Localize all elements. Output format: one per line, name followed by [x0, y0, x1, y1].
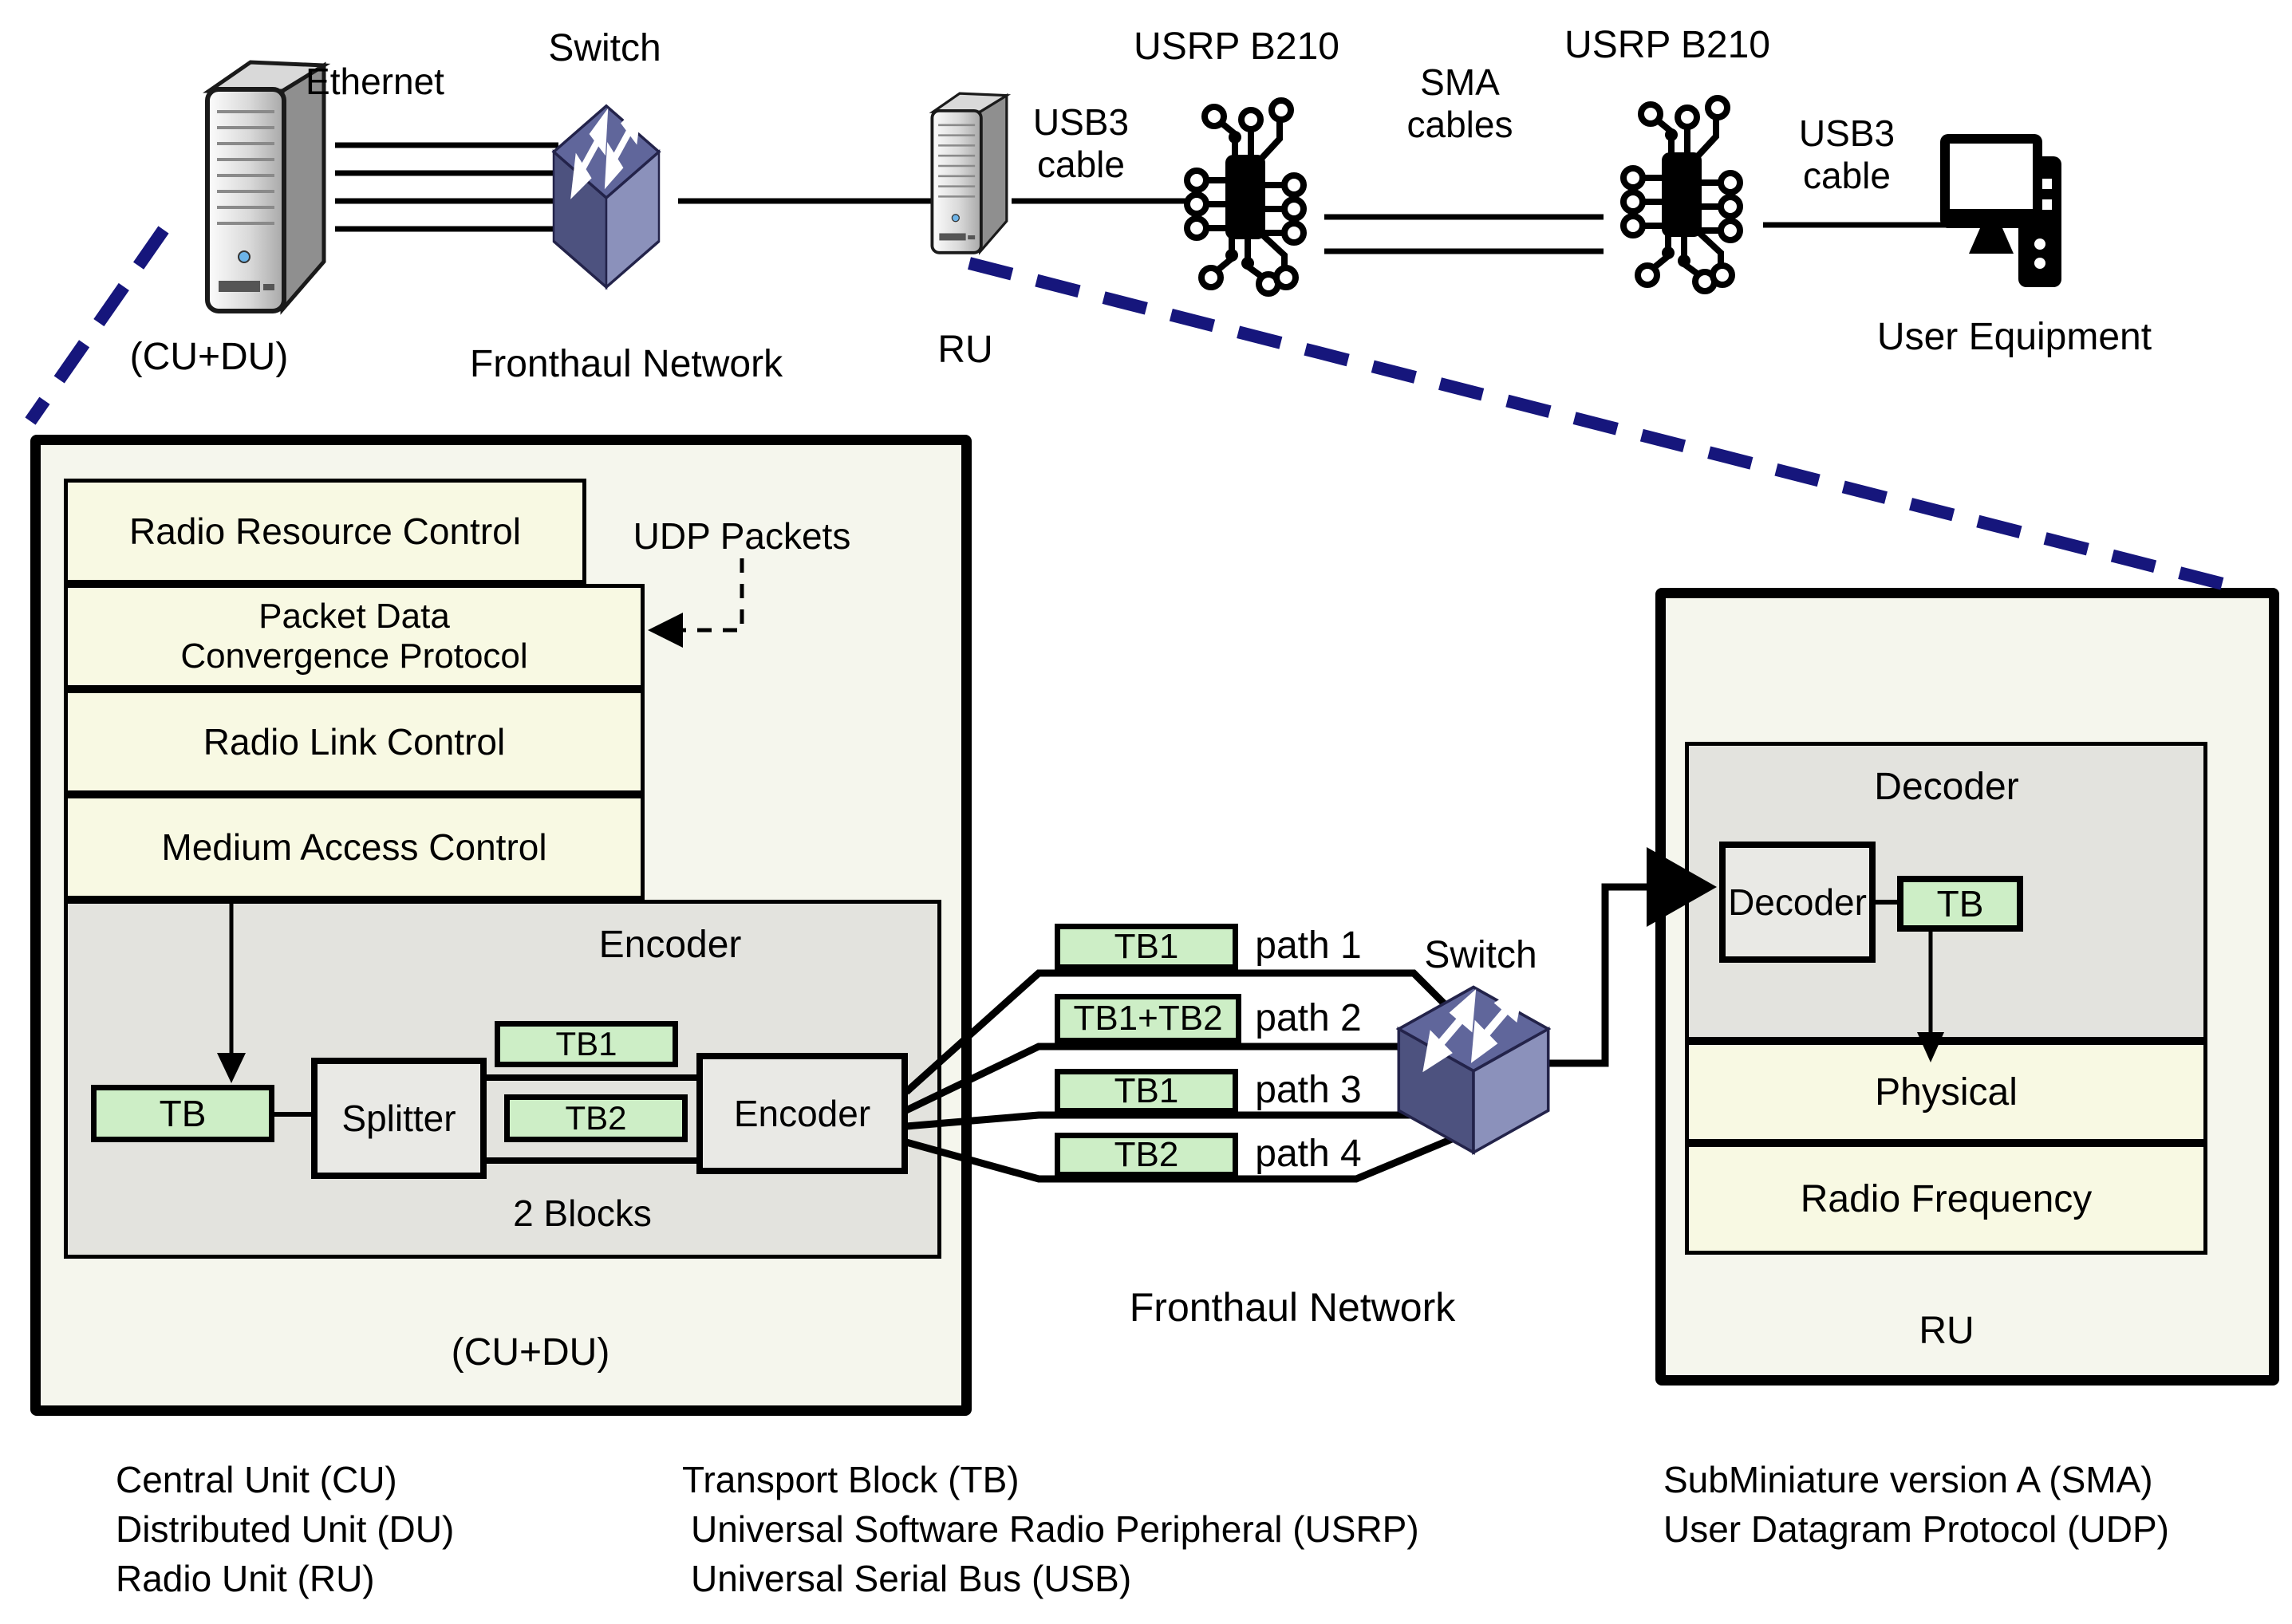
sma-lines — [1324, 214, 1604, 254]
usrp-right-label: USRP B210 — [1564, 24, 1770, 67]
sma-cables-label: SMA cables — [1380, 57, 1540, 150]
usrp-left-label: USRP B210 — [1134, 26, 1339, 69]
encoder-inner-label: Encoder — [733, 1093, 871, 1134]
splitter-label: Splitter — [341, 1098, 456, 1139]
path3-label: path 3 — [1255, 1069, 1362, 1112]
rlc-label: Radio Link Control — [203, 721, 506, 763]
cu-du-caption: (CU+DU) — [451, 1331, 610, 1374]
legend-usb: Universal Serial Bus (USB) — [691, 1558, 1132, 1599]
splitter-box: Splitter — [311, 1058, 487, 1179]
legend-radio-unit: Radio Unit (RU) — [116, 1558, 375, 1599]
usrp-chip-right-icon — [1623, 98, 1740, 291]
tb-box-cu: TB — [91, 1085, 274, 1142]
tb2-box: TB2 — [504, 1094, 688, 1142]
pdcp-label-line1: Packet Data — [258, 597, 450, 636]
tb2-label: TB2 — [565, 1099, 627, 1137]
udp-packets-label: UDP Packets — [633, 514, 851, 557]
legend-transport-block: Transport Block (TB) — [682, 1459, 1020, 1500]
mac-label: Medium Access Control — [161, 826, 547, 868]
ru-device-label: RU — [937, 329, 993, 372]
two-blocks-label: 2 Blocks — [513, 1192, 652, 1234]
legend-udp: User Datagram Protocol (UDP) — [1663, 1508, 2169, 1550]
switch1-label: Switch — [548, 27, 661, 70]
switch1-icon — [554, 106, 659, 287]
ethernet-lines — [335, 142, 558, 232]
tb-label-cu: TB — [159, 1093, 207, 1134]
ethernet-label: Ethernet — [306, 60, 444, 102]
path4-block-label: TB2 — [1114, 1135, 1179, 1174]
decoder-panel-title: Decoder — [1874, 766, 2019, 809]
legend-distributed-unit: Distributed Unit (DU) — [116, 1508, 455, 1550]
usb3-right-line1: USB3 — [1798, 112, 1896, 155]
tb1-box: TB1 — [495, 1021, 678, 1067]
radio-frequency-label: Radio Frequency — [1800, 1177, 2093, 1220]
user-equipment-label: User Equipment — [1876, 316, 2152, 359]
usb3-cable-left-label: USB3 cable — [1001, 97, 1161, 190]
fronthaul-caption: Fronthaul Network — [1129, 1285, 1456, 1330]
user-equipment-icon — [1940, 134, 2061, 287]
usb3-cable-right-label: USB3 cable — [1767, 108, 1927, 201]
path2-block: TB1+TB2 — [1055, 994, 1241, 1043]
fronthaul-top-label: Fronthaul Network — [469, 343, 783, 386]
path3-block-label: TB1 — [1114, 1071, 1179, 1110]
ru-caption: RU — [1919, 1310, 1974, 1353]
encoder-inner-box: Encoder — [696, 1053, 908, 1174]
ru-server-icon — [930, 92, 1008, 254]
sma-line1: SMA — [1420, 61, 1500, 104]
rrc-box: Radio Resource Control — [64, 479, 586, 584]
radio-frequency-box: Radio Frequency — [1685, 1143, 2207, 1255]
decoder-inner-box: Decoder — [1719, 842, 1876, 963]
path4-block: TB2 — [1055, 1133, 1238, 1177]
switch2-label: Switch — [1424, 934, 1537, 977]
path1-block: TB1 — [1055, 924, 1238, 970]
pdcp-label-line2: Convergence Protocol — [180, 637, 528, 676]
path1-block-label: TB1 — [1114, 927, 1179, 966]
legend-sma: SubMiniature version A (SMA) — [1663, 1459, 2153, 1500]
usb3-right-line2: cable — [1803, 155, 1891, 196]
legend-usrp: Universal Software Radio Peripheral (USR… — [691, 1508, 1419, 1550]
mac-box: Medium Access Control — [64, 794, 645, 900]
legend-central-unit: Central Unit (CU) — [116, 1459, 397, 1500]
usrp-chip-left-icon — [1187, 101, 1304, 294]
tb1-label: TB1 — [555, 1025, 617, 1062]
tb-label-ru: TB — [1936, 883, 1984, 924]
sma-line2: cables — [1406, 104, 1513, 145]
path3-block: TB1 — [1055, 1069, 1238, 1114]
physical-label: Physical — [1875, 1070, 2018, 1114]
path2-label: path 2 — [1255, 997, 1362, 1040]
path2-block-label: TB1+TB2 — [1073, 999, 1223, 1038]
decoder-inner-label: Decoder — [1728, 881, 1867, 923]
cu-du-device-label: (CU+DU) — [129, 336, 289, 379]
tb-box-ru: TB — [1897, 876, 2023, 932]
path4-label: path 4 — [1255, 1133, 1362, 1176]
usb3-left-line1: USB3 — [1032, 101, 1130, 144]
usb3-left-line2: cable — [1037, 144, 1125, 185]
path1-label: path 1 — [1255, 924, 1362, 968]
rrc-label: Radio Resource Control — [129, 510, 521, 552]
switch2-icon — [1398, 987, 1548, 1152]
rlc-box: Radio Link Control — [64, 689, 645, 794]
encoder-panel-title: Encoder — [598, 924, 742, 967]
physical-box: Physical — [1685, 1041, 2207, 1143]
pdcp-box: Packet Data Convergence Protocol — [64, 584, 645, 689]
